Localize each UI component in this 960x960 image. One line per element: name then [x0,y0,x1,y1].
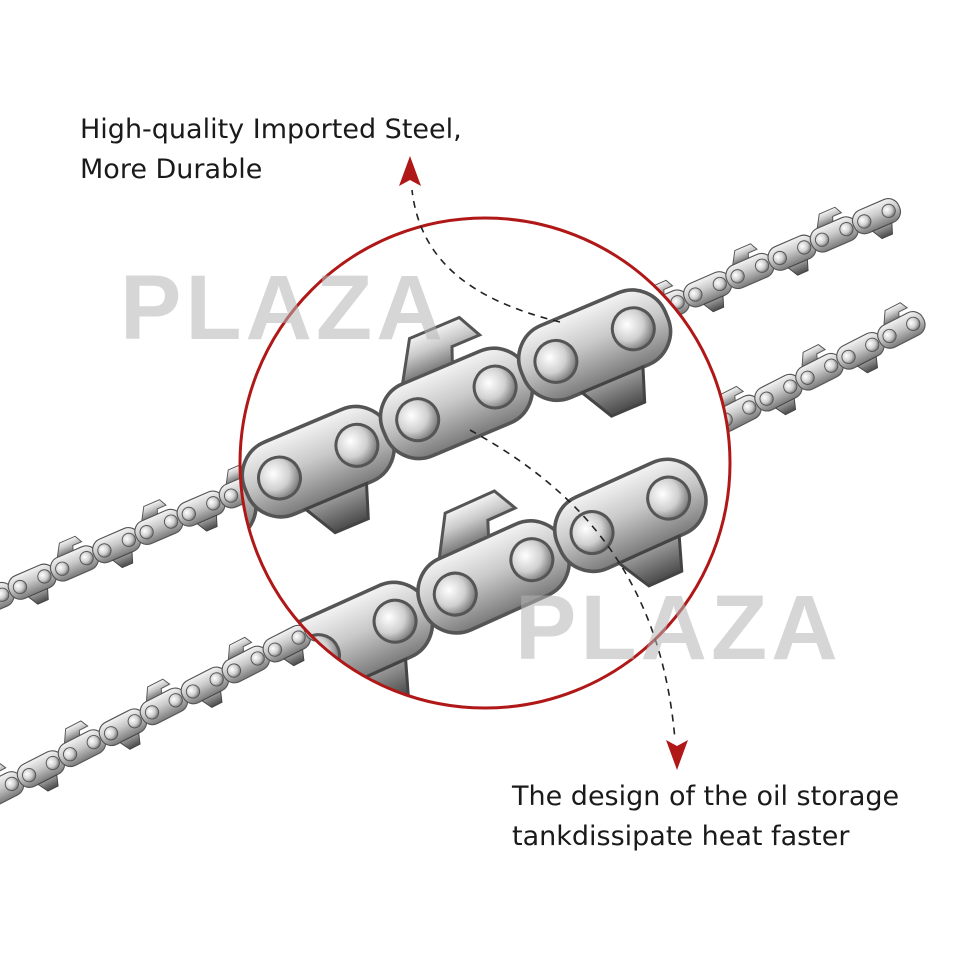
chain-link [809,206,859,253]
chain-link [416,489,571,635]
chain-link [683,271,733,313]
chain-link [16,750,66,792]
chain-link [553,457,708,588]
callout-top-line-1: High-quality Imported Steel, [80,114,462,145]
chain-link [57,720,107,768]
watermark-right: PLAZA [515,577,842,679]
chain-link [92,527,142,569]
watermark-left: PLAZA [120,257,447,359]
arrow-down-icon [666,740,688,770]
chain-link [851,198,902,240]
callout-text-top: High-quality Imported Steel, More Durabl… [80,110,462,190]
magnifier-lens [238,216,732,710]
chain-link [877,302,926,349]
chain-link [240,404,396,535]
chain-link [221,636,271,684]
callout-leader-bottom [469,429,676,741]
chain-link [754,373,803,416]
chain-link [176,490,226,532]
chain-link [516,288,673,418]
chain-link [836,331,885,374]
chain-link [795,344,844,391]
callout-top-line-2: More Durable [80,154,263,185]
chain-link [98,708,148,750]
callout-bottom-line-2: tankdissipate heat faster [512,821,850,852]
chain-link [180,666,230,709]
chain-link [7,563,57,605]
chain-link [49,535,99,582]
chain-link [725,243,775,290]
magnifier-ring [238,216,732,710]
callout-text-bottom: The design of the oil storage tankdissip… [512,777,899,857]
arrow-up-icon [399,156,421,186]
callout-leader-top [411,189,561,323]
callout-bottom-line-1: The design of the oil storage [512,781,900,812]
chain-link [139,678,189,726]
chain-link [134,499,184,546]
